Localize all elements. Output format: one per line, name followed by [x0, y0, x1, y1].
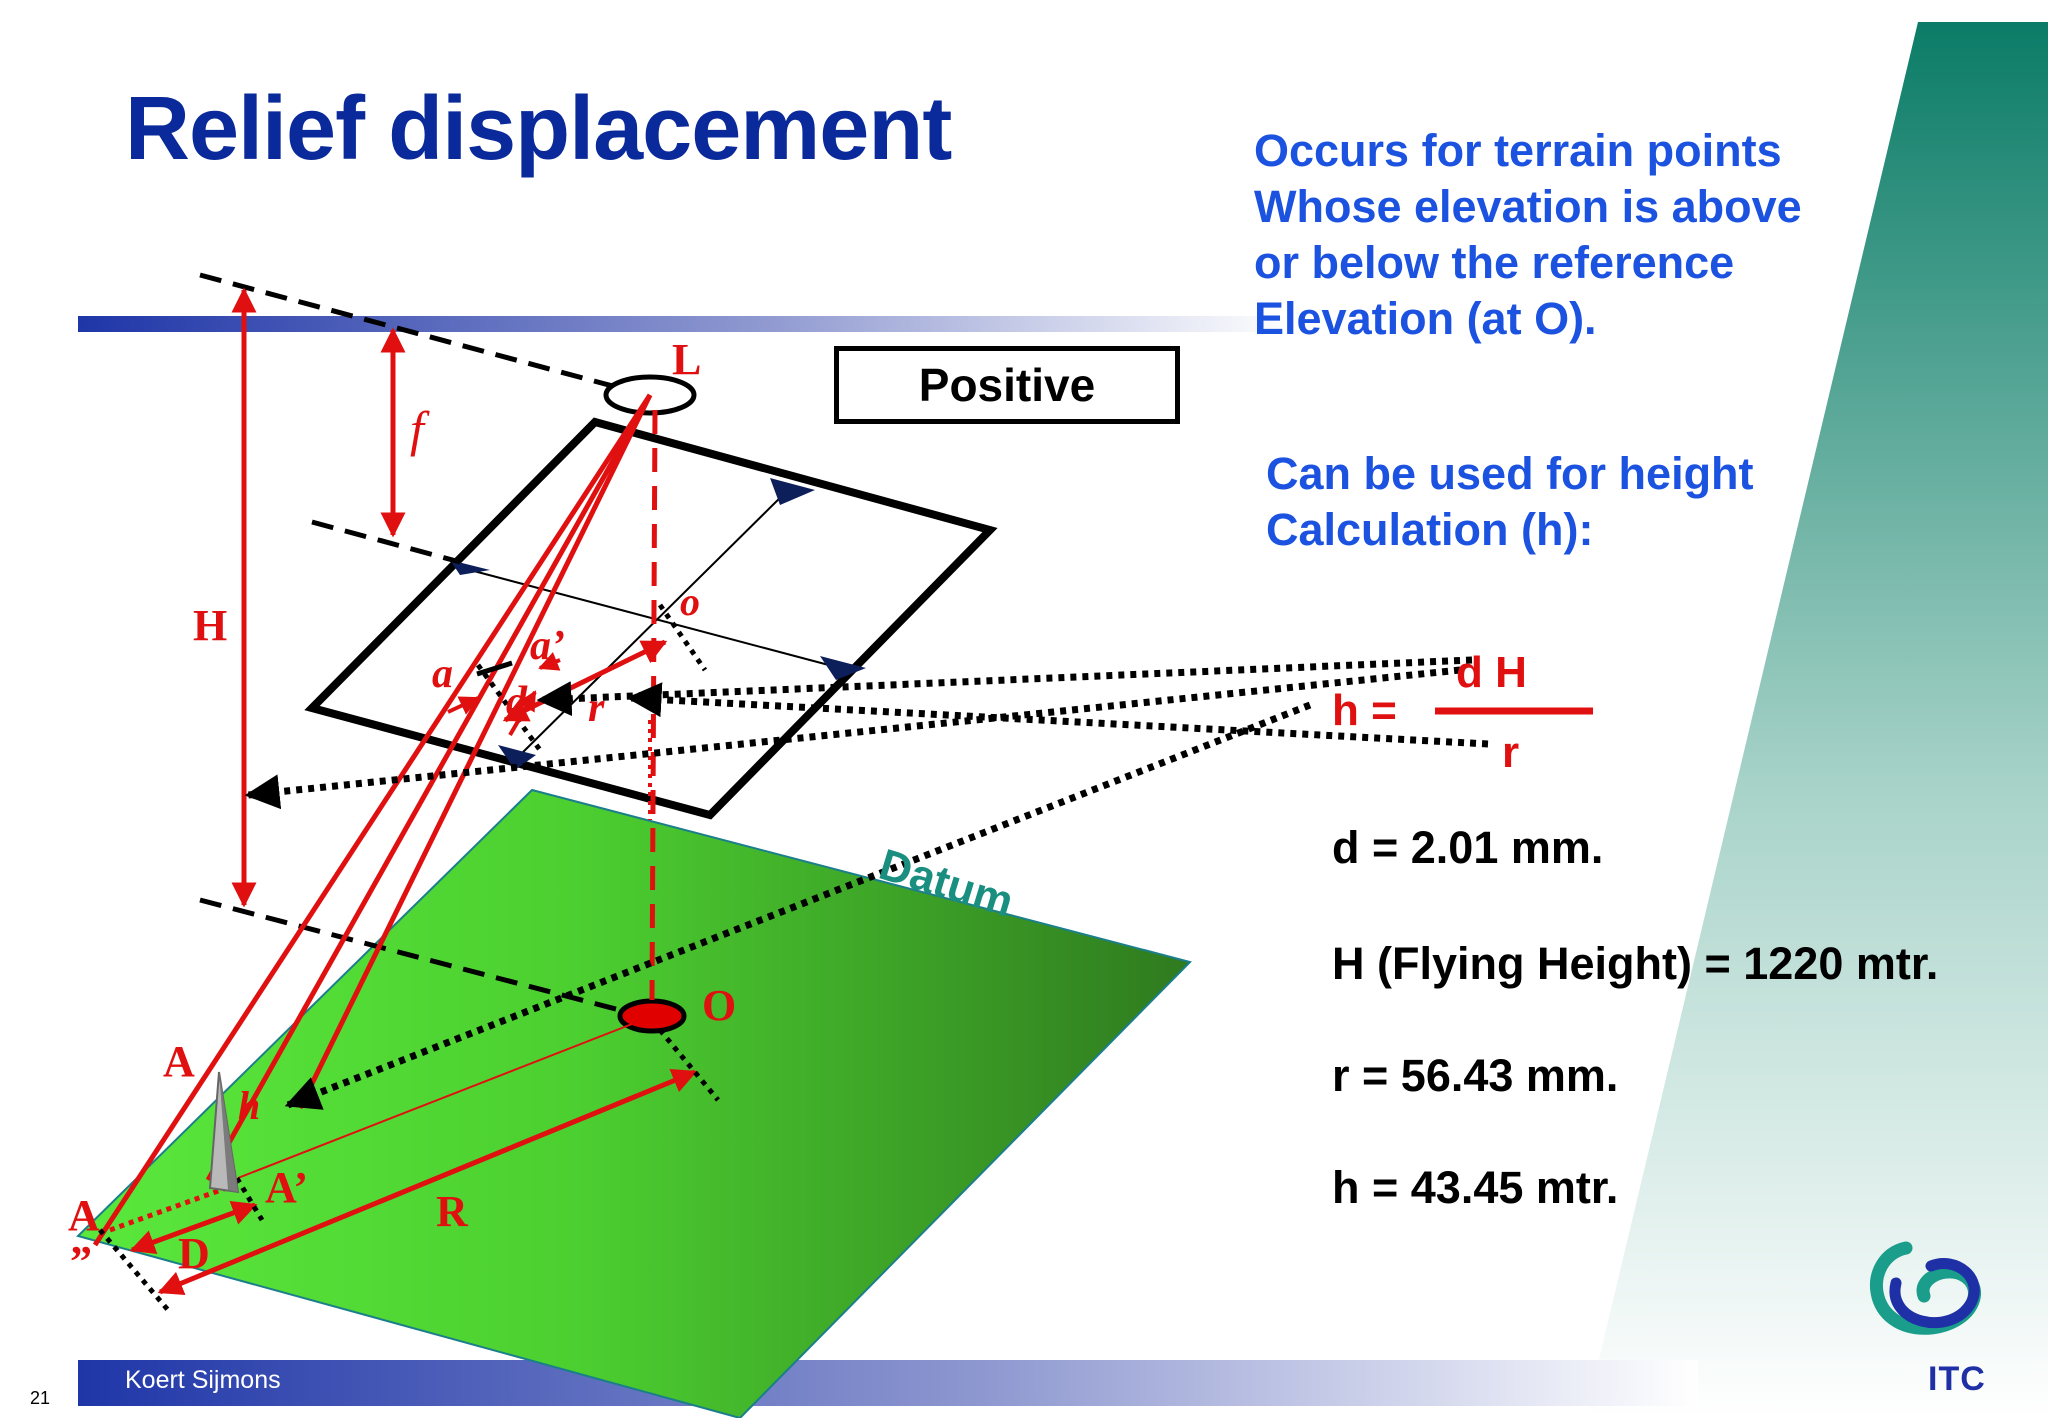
label-double-prime-mark: ”	[70, 1237, 92, 1286]
header-bar	[78, 316, 1293, 332]
label-A-double-prime: A	[68, 1191, 100, 1240]
label-a: a	[432, 651, 453, 697]
page-number: 21	[30, 1388, 51, 1408]
formula-numerator: d H	[1456, 648, 1527, 697]
label-H: H	[193, 601, 228, 650]
label-R: R	[436, 1187, 468, 1236]
label-A-prime: A’	[265, 1163, 309, 1212]
slide-title: Relief displacement	[125, 79, 952, 179]
label-h: h	[238, 1083, 261, 1128]
label-f: f	[410, 401, 424, 457]
formula-denominator: r	[1502, 728, 1520, 777]
value-h: h = 43.45 mtr.	[1332, 1162, 1619, 1213]
label-L: L	[672, 335, 702, 384]
label-a-prime: a’	[530, 623, 565, 669]
itc-logo	[1870, 1241, 1981, 1335]
positive-label-box: Positive	[834, 346, 1180, 424]
footer-author: Koert Sijmons	[125, 1366, 281, 1394]
decorative-teal-band	[1585, 22, 2048, 1418]
fiducial-mark	[770, 478, 815, 505]
description-text: Occurs for terrain points Whose elevatio…	[1254, 123, 1802, 347]
label-A: A	[163, 1037, 195, 1086]
fiducial-mark	[820, 656, 866, 680]
footer-bar	[78, 1360, 1698, 1406]
ground-displacement-arrow	[129, 1200, 258, 1255]
description-line: Whose elevation is above	[1254, 181, 1802, 232]
value-flying-height: H (Flying Height) = 1220 mtr.	[1332, 938, 1939, 989]
fiducial-mark	[498, 745, 536, 770]
value-d: d = 2.01 mm.	[1332, 822, 1604, 873]
nadir-point	[617, 998, 687, 1034]
label-O: O	[702, 981, 737, 1030]
label-d: d	[506, 679, 527, 725]
formula-lhs: h =	[1332, 686, 1397, 735]
photo-frame	[304, 417, 998, 820]
description-line: Elevation (at O).	[1254, 293, 1597, 344]
description-line: or below the reference	[1254, 237, 1735, 288]
usage-line: Calculation (h):	[1266, 504, 1594, 555]
label-r: r	[588, 685, 605, 731]
usage-text: Can be used for height Calculation (h):	[1266, 446, 1754, 558]
value-r: r = 56.43 mm.	[1332, 1050, 1619, 1101]
label-D: D	[178, 1229, 210, 1278]
fiducial-mark	[450, 560, 490, 575]
itc-logo-text: ITC	[1928, 1360, 1986, 1398]
positive-label: Positive	[918, 359, 1096, 411]
ground-radial-distance-arrow	[157, 1068, 698, 1296]
usage-line: Can be used for height	[1266, 448, 1754, 499]
label-o: o	[680, 579, 700, 624]
description-line: Occurs for terrain points	[1254, 125, 1782, 176]
